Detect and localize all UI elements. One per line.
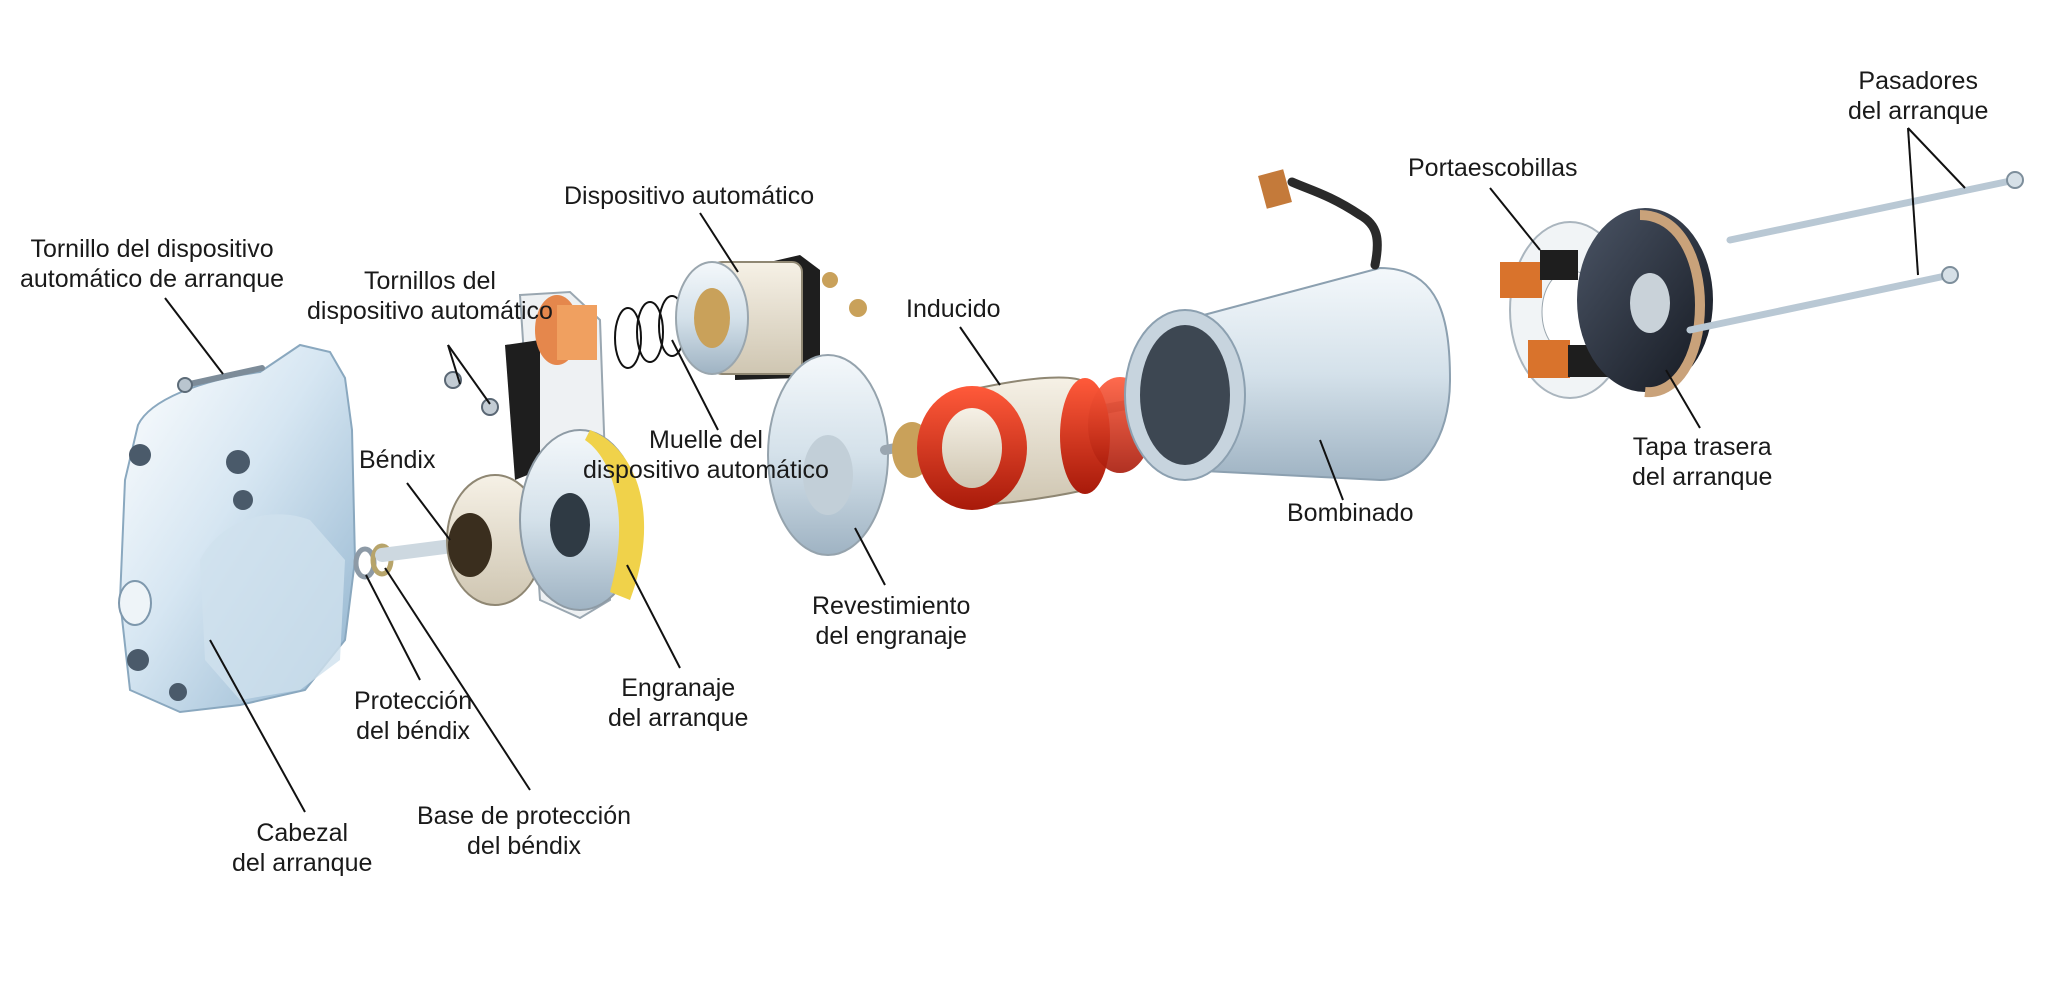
label-inducido: Inducido [906, 295, 1001, 323]
through-bolts-part [1686, 171, 2024, 334]
label-tornillos-dispositivo: Tornillos del dispositivo automático [307, 267, 553, 325]
label-base-proteccion: Base de protección del béndix [417, 802, 632, 860]
rear-cover-part [1577, 208, 1713, 398]
gear-cover-part [767, 354, 889, 556]
bendix-rings-part [353, 538, 467, 580]
small-screws-part [444, 371, 499, 416]
armature-part [880, 376, 1185, 510]
label-tapa-trasera: Tapa trasera del arranque [1632, 433, 1773, 491]
bendix-assembly-part [446, 290, 645, 620]
field-housing-part [1124, 169, 1452, 482]
label-dispositivo-automatico: Dispositivo automático [564, 182, 815, 210]
label-pasadores: Pasadores del arranque [1848, 67, 1989, 125]
label-revestimiento: Revestimiento del engranaje [812, 592, 971, 650]
housing-part [118, 343, 357, 714]
solenoid-part [675, 255, 867, 380]
label-engranaje: Engranaje del arranque [608, 674, 749, 732]
bolt-part [177, 365, 265, 393]
leader-lines [164, 127, 1966, 813]
label-tornillo-dispositivo: Tornillo del dispositivo automático de a… [20, 235, 285, 293]
label-bendix: Béndix [359, 446, 436, 474]
label-portaescobillas: Portaescobillas [1408, 154, 1578, 182]
label-muelle: Muelle del dispositivo automático [583, 426, 829, 484]
label-bombinado: Bombinado [1287, 499, 1414, 527]
label-proteccion-bendix: Protección del béndix [354, 687, 473, 745]
label-cabezal: Cabezal del arranque [232, 819, 373, 877]
